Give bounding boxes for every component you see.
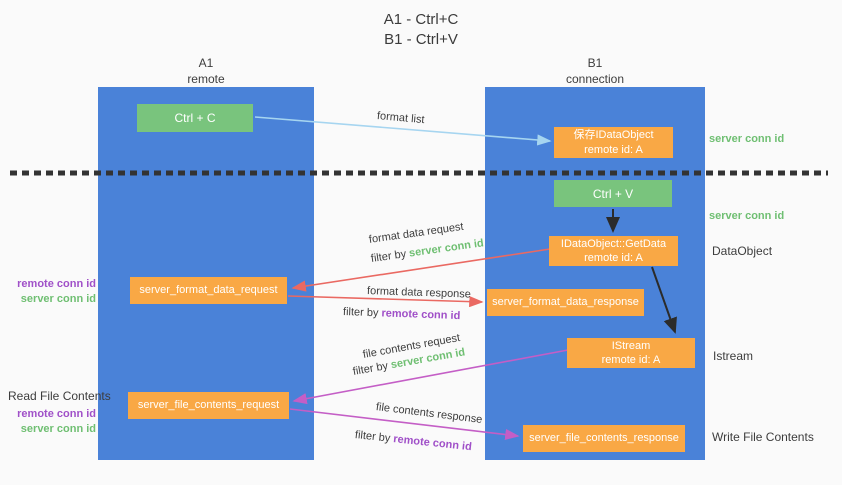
label-server-conn-id-file: server conn id — [20, 422, 96, 435]
remote-conn-id-text: remote conn id — [392, 433, 473, 454]
label-istream: Istream — [713, 349, 754, 363]
server-conn-id-text: server conn id — [408, 237, 485, 260]
node-server-file-contents-response: server_file_contents_response — [523, 425, 685, 452]
node-save-idataobject-title: 保存IDataObject — [573, 129, 654, 142]
filter-by-text: filter by — [370, 247, 410, 265]
title-line-copy: A1 - Ctrl+C — [383, 11, 459, 28]
title-line-paste: B1 - Ctrl+V — [384, 31, 458, 49]
filter-by-text: filter by — [342, 306, 382, 320]
label-server-conn-id-mid-right: server conn id — [709, 210, 785, 222]
node-istream: IStream remote id: A — [567, 338, 695, 368]
node-ctrl-v-label: Ctrl + V — [592, 186, 634, 201]
column-b1-role: connection — [565, 71, 625, 86]
label-remote-conn-id-format: remote conn id — [17, 278, 96, 290]
filter-by-text: filter by — [351, 359, 392, 378]
label-dataobject: DataObject — [712, 244, 773, 258]
label-filter-by-remote-conn-id-format: filter by remote conn id — [343, 306, 461, 322]
node-format-request-label: server_format_data_request — [139, 284, 278, 297]
diagram-title: A1 - Ctrl+C B1 - Ctrl+V — [301, 10, 541, 51]
node-server-format-data-response: server_format_data_response — [487, 289, 644, 316]
node-save-idataobject: 保存IDataObject remote id: A — [554, 127, 673, 158]
node-idataobject-getdata: IDataObject::GetData remote id: A — [549, 236, 678, 266]
label-server-conn-id-format: server conn id — [20, 292, 96, 305]
node-getdata-remote-id: remote id: A — [584, 252, 643, 264]
column-a1-name: A1 — [198, 56, 214, 70]
node-ctrl-v: Ctrl + V — [554, 180, 672, 207]
label-remote-conn-id-file: remote conn id — [17, 408, 96, 420]
node-ctrl-c-label: Ctrl + C — [174, 111, 216, 125]
column-header-a1: A1 remote — [98, 56, 314, 87]
label-read-file-contents: Read File Contents — [8, 389, 111, 403]
node-file-response-label: server_file_contents_response — [529, 432, 679, 445]
node-server-format-data-request: server_format_data_request — [130, 277, 287, 304]
column-a1-role: remote — [187, 71, 225, 86]
node-ctrl-c: Ctrl + C — [137, 104, 253, 132]
remote-conn-id-text: remote conn id — [381, 307, 461, 323]
label-format-data-response: format data response — [366, 285, 472, 301]
label-file-contents-response: file contents response — [375, 401, 483, 426]
label-conn-ids-format: remote conn id server conn id — [6, 277, 96, 307]
label-server-conn-id-top-right: server conn id — [709, 133, 785, 145]
label-conn-ids-file: remote conn id server conn id — [6, 407, 96, 437]
node-istream-remote-id: remote id: A — [601, 354, 661, 366]
column-b1-name: B1 — [587, 56, 603, 70]
label-format-list: format list — [376, 110, 426, 127]
label-write-file-contents: Write File Contents — [712, 430, 814, 444]
node-file-request-label: server_file_contents_request — [137, 399, 280, 412]
node-istream-title: IStream — [611, 339, 651, 352]
label-filter-by-remote-conn-id-file: filter by remote conn id — [354, 429, 472, 453]
node-format-response-label: server_format_data_response — [492, 296, 639, 309]
node-getdata-title: IDataObject::GetData — [560, 237, 667, 250]
node-server-file-contents-request: server_file_contents_request — [128, 392, 289, 419]
node-save-idataobject-remote-id: remote id: A — [584, 143, 643, 156]
filter-by-text: filter by — [354, 429, 394, 445]
column-header-b1: B1 connection — [485, 56, 705, 87]
